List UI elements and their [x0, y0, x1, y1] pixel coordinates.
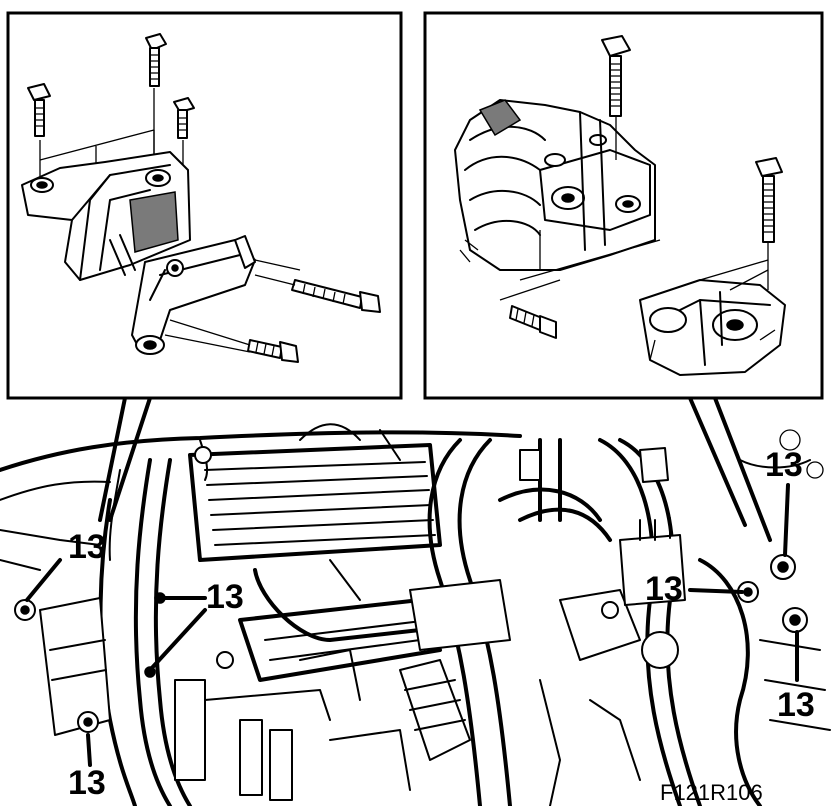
- left-inset: [6, 11, 403, 400]
- engine-bay: [0, 423, 831, 806]
- right-inset: [423, 11, 824, 400]
- bolt-icon: [27, 83, 51, 137]
- callout-labels: 13 13 13 13 13 13: [68, 446, 815, 802]
- callout-13-right-lower: 13: [777, 686, 815, 724]
- callout-13-center-right: 13: [645, 570, 683, 608]
- mount-bracket-icon: [454, 99, 656, 271]
- bolt-icon: [145, 33, 167, 87]
- callout-leaders: [25, 483, 799, 767]
- left-mount-block: [39, 597, 111, 736]
- inset-leaders: [98, 396, 772, 542]
- callout-13-right-upper: 13: [765, 446, 803, 484]
- figure-id: F121R106: [660, 780, 763, 805]
- bolt-icon: [247, 339, 299, 363]
- bolt-icon: [509, 305, 557, 339]
- bolt-icon: [601, 35, 631, 117]
- callout-13-center-left: 13: [206, 578, 244, 616]
- mount-bracket-icon: [131, 235, 256, 355]
- callout-13-left-upper: 13: [68, 528, 106, 566]
- bolt-icon: [173, 97, 195, 139]
- mount-bracket-icon: [21, 151, 191, 281]
- bolt-icon: [291, 279, 381, 313]
- rubber-bushing-icon: [639, 279, 786, 376]
- callout-13-bottom-left: 13: [68, 764, 106, 802]
